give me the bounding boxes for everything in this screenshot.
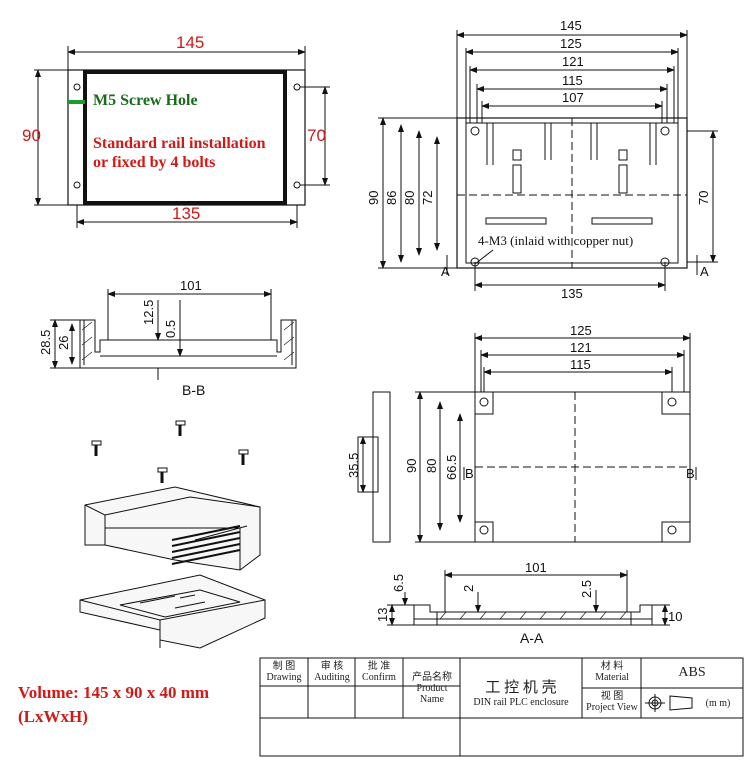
top-right-plan-view xyxy=(378,30,718,291)
middle-right-view xyxy=(357,333,697,543)
projection-symbol-icon xyxy=(645,694,693,712)
tb-material-value: ABS xyxy=(678,665,706,680)
section-bb-view xyxy=(50,289,297,380)
section-aa-label: A-A xyxy=(520,630,544,646)
dim-80: 80 xyxy=(402,191,417,205)
isometric-assembly xyxy=(79,420,266,649)
dim-35-5: 35.5 xyxy=(346,453,361,478)
dim-145: 145 xyxy=(560,18,582,33)
section-aa-labels: 101 6.5 2 2.5 13 10 A-A xyxy=(375,560,682,646)
dim-90: 90 xyxy=(404,459,419,473)
section-mark-b-left: B xyxy=(465,466,474,481)
dim-10: 10 xyxy=(668,609,682,624)
dim-115: 115 xyxy=(570,357,591,372)
dim-90: 90 xyxy=(366,191,381,205)
dim-121: 121 xyxy=(562,54,584,69)
volume-line2: (LxWxH) xyxy=(18,707,88,726)
dim-125: 125 xyxy=(570,323,592,338)
section-mark-b-right: B xyxy=(686,466,695,481)
dim-66-5: 66.5 xyxy=(444,455,459,480)
dim-135: 135 xyxy=(172,204,200,223)
dim-80: 80 xyxy=(424,459,439,473)
dim-12-5: 12.5 xyxy=(141,300,156,325)
dim-121: 121 xyxy=(570,340,592,355)
volume-line1: Volume: 145 x 90 x 40 mm xyxy=(18,683,210,702)
section-aa-view xyxy=(387,570,670,626)
dim-115: 115 xyxy=(562,73,583,88)
dim-0-5: 0.5 xyxy=(163,320,178,338)
dim-90: 90 xyxy=(22,126,41,145)
dim-101: 101 xyxy=(525,560,547,575)
dim-2: 2 xyxy=(461,585,476,592)
dim-70: 70 xyxy=(307,126,326,145)
dim-86: 86 xyxy=(384,191,399,205)
dim-13: 13 xyxy=(375,608,390,622)
m3-note: 4-M3 (inlaid with copper nut) xyxy=(478,233,633,248)
dim-101: 101 xyxy=(180,278,202,293)
section-mark-a-right: A xyxy=(700,264,709,279)
dim-107: 107 xyxy=(562,90,584,105)
section-bb-label: B-B xyxy=(182,382,205,398)
title-block xyxy=(259,657,744,757)
dim-145: 145 xyxy=(176,33,204,52)
top-left-plan-view xyxy=(34,46,330,228)
screw-hole-label: M5 Screw Hole xyxy=(93,92,198,109)
dim-6-5: 6.5 xyxy=(391,574,406,592)
dim-70: 70 xyxy=(696,191,711,205)
dim-135: 135 xyxy=(561,286,583,301)
top-left-dimension-labels: 145 90 70 135 xyxy=(22,33,326,223)
section-bb-labels: 101 28.5 26 12.5 0.5 B-B xyxy=(38,278,205,398)
dim-72: 72 xyxy=(420,191,435,205)
tb-unit: (m m) xyxy=(705,698,731,709)
screw-icon xyxy=(91,420,249,483)
top-right-dimension-labels: 145 125 121 115 107 90 86 80 72 70 135 4… xyxy=(366,18,711,301)
section-mark-a-left: A xyxy=(441,264,450,279)
install-note-line1: Standard rail installation xyxy=(93,135,266,152)
dim-26: 26 xyxy=(56,336,71,350)
middle-right-labels: 125 121 115 35.5 90 80 66.5 B B xyxy=(346,323,695,481)
tb-product-title: 工 控 机 壳 DIN rail PLC enclosure xyxy=(473,680,569,708)
dim-28-5: 28.5 xyxy=(38,330,53,355)
dim-125: 125 xyxy=(560,36,582,51)
dim-2-5: 2.5 xyxy=(579,580,594,598)
install-note-line2: or fixed by 4 bolts xyxy=(93,154,216,171)
